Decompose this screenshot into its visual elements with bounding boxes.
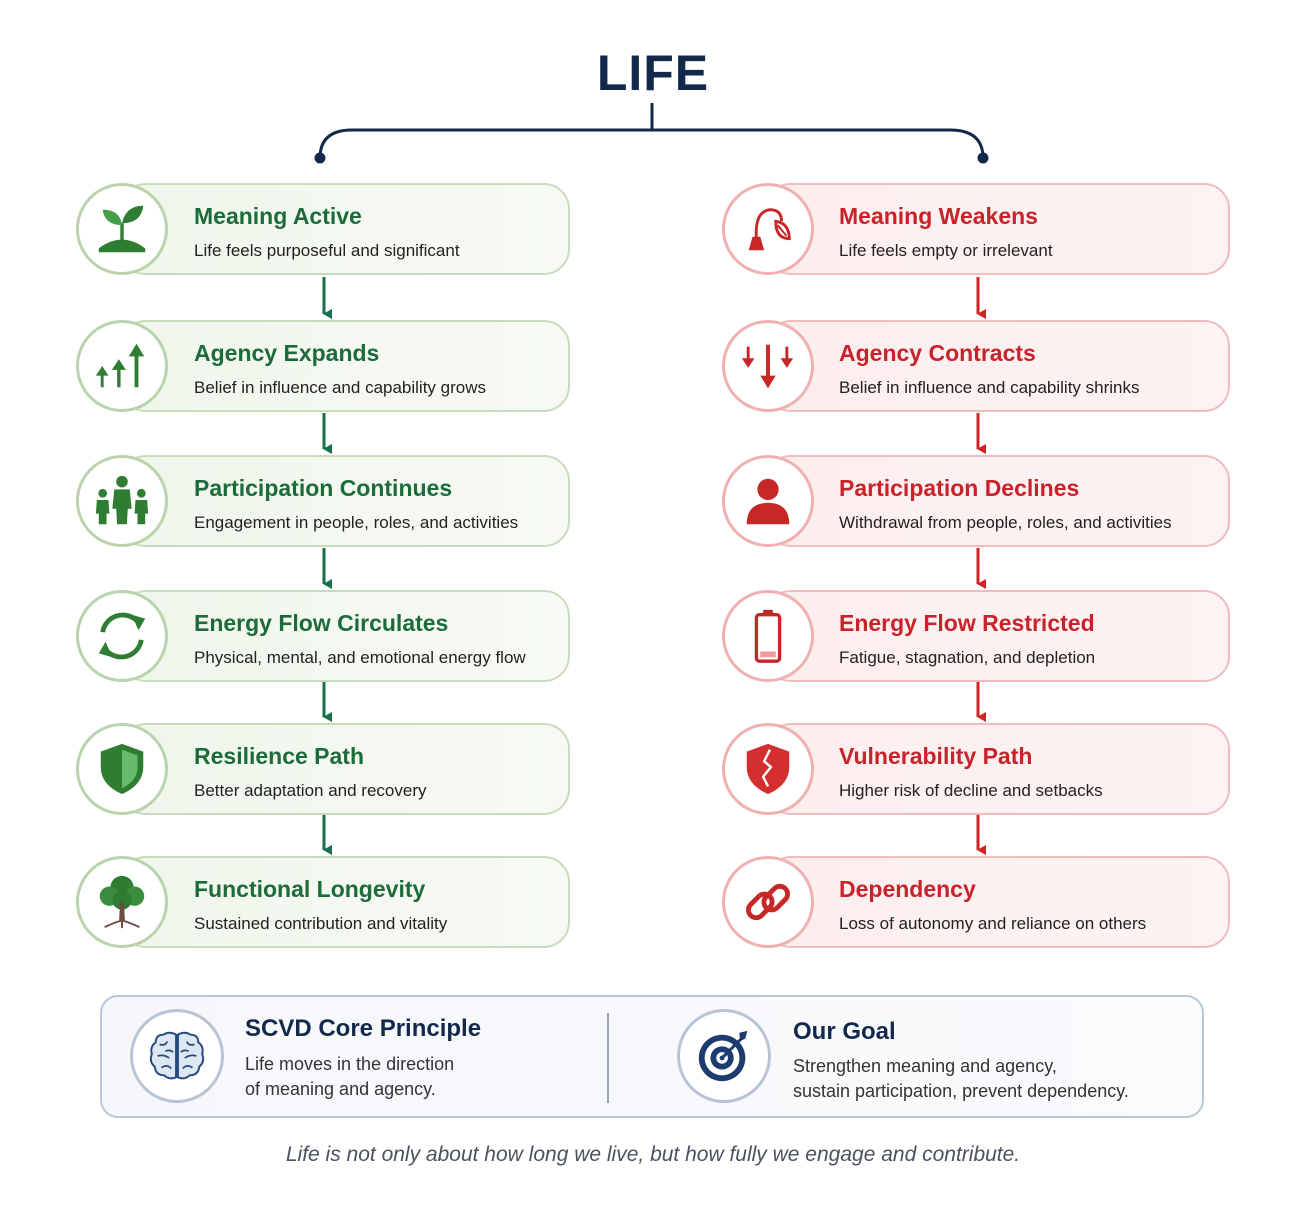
card-desc: Belief in influence and capability grows <box>194 378 487 397</box>
card-desc: Life feels purposeful and significant <box>194 241 460 260</box>
principle-line-1: Life moves in the direction <box>245 1054 455 1074</box>
card-desc: Loss of autonomy and reliance on others <box>839 914 1147 933</box>
card-title: Participation Continues <box>194 475 453 501</box>
card-meaning-active: Meaning Active Life feels purposeful and… <box>120 183 570 275</box>
footer-quote: Life is not only about how long we live,… <box>285 1143 1021 1166</box>
summary-divider <box>607 1013 609 1103</box>
low-battery-icon <box>722 590 814 682</box>
card-desc: Higher risk of decline and setbacks <box>839 781 1103 800</box>
card-participation-declines: Participation Declines Withdrawal from p… <box>765 455 1230 547</box>
summary-box: SCVD Core Principle Life moves in the di… <box>100 995 1204 1118</box>
cycle-arrows-icon <box>76 590 168 682</box>
card-title: Energy Flow Restricted <box>839 610 1095 636</box>
diagram-title: LIFE <box>596 45 710 101</box>
card-title: Vulnerability Path <box>839 743 1033 769</box>
brain-icon <box>130 1009 224 1103</box>
cracked-shield-icon <box>722 723 814 815</box>
goal-line-1: Strengthen meaning and agency, <box>793 1056 1057 1076</box>
card-energy-flow-circulates: Energy Flow Circulates Physical, mental,… <box>120 590 570 682</box>
card-title: Agency Expands <box>194 340 380 366</box>
card-dependency: Dependency Loss of autonomy and reliance… <box>765 856 1230 948</box>
principle-line-2: of meaning and agency. <box>245 1079 436 1099</box>
card-title: Energy Flow Circulates <box>194 610 449 636</box>
card-title: Functional Longevity <box>194 876 426 902</box>
target-icon <box>677 1009 771 1103</box>
card-title: Resilience Path <box>194 743 365 769</box>
flow-arrows <box>322 277 986 855</box>
shield-icon <box>76 723 168 815</box>
wilted-flower-icon <box>722 183 814 275</box>
card-desc: Sustained contribution and vitality <box>194 914 448 933</box>
branch-connector <box>314 103 989 164</box>
card-title: Participation Declines <box>839 475 1080 501</box>
card-resilience-path: Resilience Path Better adaptation and re… <box>120 723 570 815</box>
card-desc: Fatigue, stagnation, and depletion <box>839 648 1096 667</box>
card-title: Meaning Weakens <box>839 203 1038 229</box>
card-desc: Life feels empty or irrelevant <box>839 241 1053 260</box>
card-energy-flow-restricted: Energy Flow Restricted Fatigue, stagnati… <box>765 590 1230 682</box>
card-agency-contracts: Agency Contracts Belief in influence and… <box>765 320 1230 412</box>
principle-title: SCVD Core Principle <box>245 1015 482 1042</box>
goal-line-2: sustain participation, prevent dependenc… <box>793 1081 1129 1101</box>
card-meaning-weakens: Meaning Weakens Life feels empty or irre… <box>765 183 1230 275</box>
card-vulnerability-path: Vulnerability Path Higher risk of declin… <box>765 723 1230 815</box>
family-icon <box>76 455 168 547</box>
card-desc: Better adaptation and recovery <box>194 781 427 800</box>
card-desc: Belief in influence and capability shrin… <box>839 378 1140 397</box>
sprout-icon <box>76 183 168 275</box>
arrows-up-icon <box>76 320 168 412</box>
card-participation-continues: Participation Continues Engagement in pe… <box>120 455 570 547</box>
card-agency-expands: Agency Expands Belief in influence and c… <box>120 320 570 412</box>
tree-icon <box>76 856 168 948</box>
card-desc: Engagement in people, roles, and activit… <box>194 513 519 532</box>
card-title: Meaning Active <box>194 203 362 229</box>
card-title: Dependency <box>839 876 976 902</box>
card-functional-longevity: Functional Longevity Sustained contribut… <box>120 856 570 948</box>
arrows-down-icon <box>722 320 814 412</box>
card-title: Agency Contracts <box>839 340 1036 366</box>
person-icon <box>722 455 814 547</box>
card-desc: Withdrawal from people, roles, and activ… <box>839 513 1172 532</box>
chain-link-icon <box>722 856 814 948</box>
goal-title: Our Goal <box>793 1018 896 1045</box>
card-desc: Physical, mental, and emotional energy f… <box>194 648 526 667</box>
